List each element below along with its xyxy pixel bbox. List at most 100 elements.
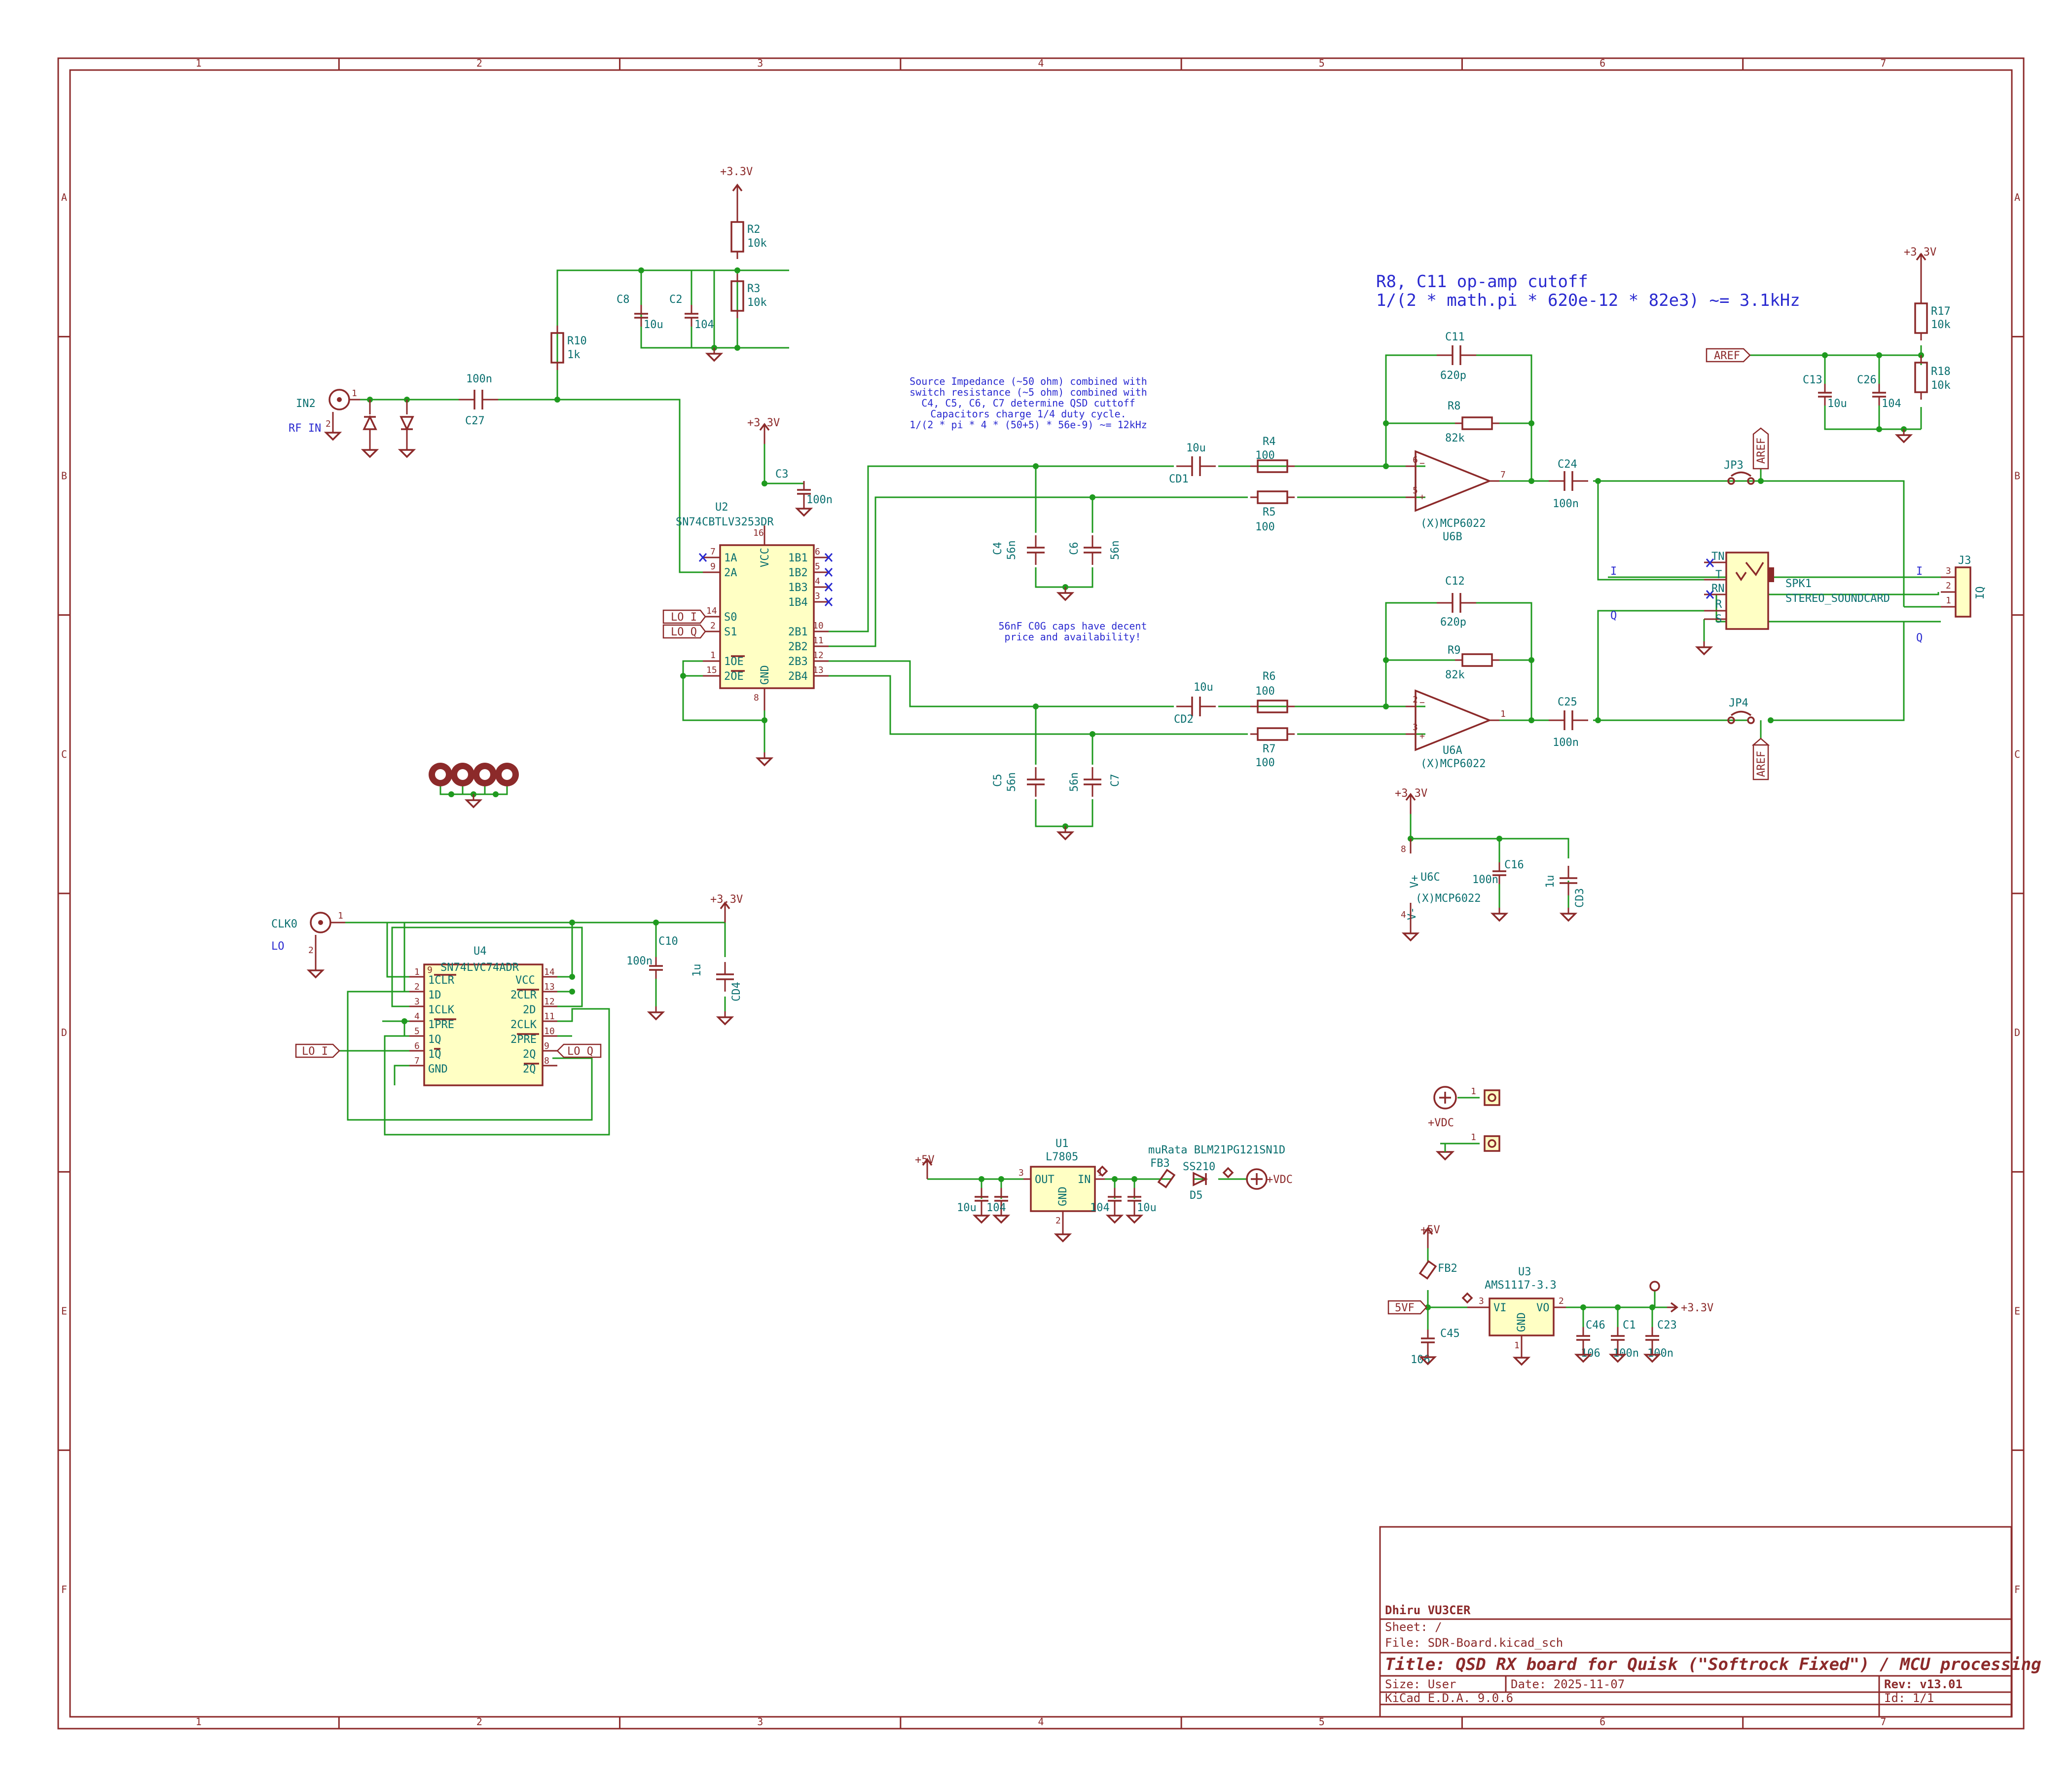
svg-text:GND: GND bbox=[428, 1063, 448, 1075]
svg-text:5: 5 bbox=[1413, 485, 1418, 496]
svg-text:100n: 100n bbox=[1472, 874, 1498, 886]
border-row-label: F bbox=[2014, 1584, 2020, 1595]
border-col-label: 7 bbox=[1880, 57, 1886, 69]
svg-text:620p: 620p bbox=[1440, 616, 1466, 629]
svg-text:U4: U4 bbox=[473, 945, 487, 958]
svg-text:R17: R17 bbox=[1931, 305, 1951, 318]
svg-text:VCC: VCC bbox=[515, 974, 535, 987]
svg-text:J3: J3 bbox=[1958, 555, 1971, 567]
border-col-label: 3 bbox=[757, 1716, 763, 1728]
svg-text:100n: 100n bbox=[1613, 1347, 1639, 1360]
svg-text:AMS1117-3.3: AMS1117-3.3 bbox=[1485, 1279, 1557, 1292]
svg-text:9: 9 bbox=[544, 1041, 549, 1051]
svg-text:3: 3 bbox=[1479, 1296, 1484, 1306]
svg-text:GND: GND bbox=[759, 665, 771, 685]
svg-text:3: 3 bbox=[1018, 1168, 1024, 1178]
svg-text:2B3: 2B3 bbox=[788, 656, 808, 668]
r6-resistor: R6 100 bbox=[1249, 670, 1296, 713]
svg-text:C8: C8 bbox=[617, 294, 630, 306]
svg-text:100n: 100n bbox=[466, 373, 492, 385]
svg-text:U6C: U6C bbox=[1420, 871, 1440, 884]
svg-text:+3.3V: +3.3V bbox=[1904, 246, 1936, 259]
svg-text:AREF: AREF bbox=[1755, 751, 1768, 777]
svg-text:SN74LVC74ADR: SN74LVC74ADR bbox=[440, 962, 519, 974]
svg-text:14: 14 bbox=[544, 967, 555, 977]
svg-text:GND: GND bbox=[1057, 1186, 1069, 1206]
svg-text:JP4: JP4 bbox=[1729, 697, 1748, 709]
svg-text:104: 104 bbox=[1090, 1202, 1110, 1214]
svg-text:U3: U3 bbox=[1518, 1266, 1531, 1278]
svg-text:5: 5 bbox=[414, 1026, 420, 1036]
border-row-label: F bbox=[61, 1584, 67, 1595]
svg-text:D5: D5 bbox=[1190, 1189, 1203, 1202]
svg-text:1OE: 1OE bbox=[724, 656, 744, 668]
svg-text:C11: C11 bbox=[1445, 331, 1465, 343]
svg-text:1: 1 bbox=[1514, 1340, 1520, 1351]
svg-text:10: 10 bbox=[544, 1026, 555, 1036]
svg-text:AREF: AREF bbox=[1714, 350, 1740, 362]
svg-text:10k: 10k bbox=[1931, 319, 1951, 331]
border-col-label: 7 bbox=[1880, 1716, 1886, 1728]
note1-line: 1/(2 * pi * 4 * (50+5) * 56e-9) ~= 12kHz bbox=[909, 419, 1147, 431]
u6b-opamp: 6 5 7 (X)MCP6022 U6B bbox=[1386, 450, 1506, 543]
clk0-connector: CLK0 LO 12 bbox=[271, 911, 345, 978]
svg-text:5: 5 bbox=[815, 561, 820, 572]
svg-text:CD2: CD2 bbox=[1174, 713, 1194, 726]
border-col-label: 4 bbox=[1038, 57, 1044, 69]
svg-text:1B4: 1B4 bbox=[788, 596, 808, 609]
svg-text:1B2: 1B2 bbox=[788, 567, 808, 579]
border-row-label: D bbox=[61, 1027, 67, 1038]
svg-text:muRata BLM21PG121SN1D: muRata BLM21PG121SN1D bbox=[1148, 1144, 1285, 1156]
svg-text:104: 104 bbox=[986, 1202, 1006, 1214]
rf-in-label: RF IN bbox=[289, 422, 321, 435]
note2-line: 56nF C0G caps have decent bbox=[998, 620, 1147, 632]
svg-text:8: 8 bbox=[754, 693, 759, 703]
border-col-label: 6 bbox=[1599, 57, 1605, 69]
svg-text:56n: 56n bbox=[1068, 772, 1081, 792]
aref-label-top: AREF bbox=[1752, 427, 1769, 470]
svg-text:+3.3V: +3.3V bbox=[747, 417, 780, 429]
svg-text:LO_I: LO_I bbox=[302, 1045, 328, 1058]
tb-tool: KiCad E.D.A. 9.0.6 bbox=[1385, 1691, 1513, 1705]
svg-text:FB3: FB3 bbox=[1150, 1157, 1170, 1170]
svg-text:620p: 620p bbox=[1440, 370, 1466, 382]
note1-line: C4, C5, C6, C7 determine QSD cuttoff bbox=[921, 397, 1135, 409]
svg-text:1B3: 1B3 bbox=[788, 582, 808, 594]
note3-line: 1/(2 * math.pi * 620e-12 * 82e3) ~= 3.1k… bbox=[1376, 291, 1800, 310]
svg-text:C7: C7 bbox=[1109, 774, 1122, 787]
svg-text:10u: 10u bbox=[1194, 681, 1213, 694]
svg-text:5VF: 5VF bbox=[1395, 1302, 1415, 1314]
svg-text:4: 4 bbox=[815, 576, 820, 587]
svg-text:RN: RN bbox=[1711, 583, 1725, 595]
svg-text:CLK0: CLK0 bbox=[271, 918, 297, 930]
svg-text:100: 100 bbox=[1255, 757, 1275, 769]
svg-text:R18: R18 bbox=[1931, 366, 1951, 378]
border-col-label: 2 bbox=[476, 57, 482, 69]
svg-text:2CLK: 2CLK bbox=[510, 1019, 537, 1031]
svg-text:56n: 56n bbox=[1109, 540, 1122, 560]
c11-capacitor: C11 620p bbox=[1436, 331, 1477, 382]
svg-text:104: 104 bbox=[1882, 398, 1901, 410]
note1-line: switch resistance (~5 ohm) combined with bbox=[909, 386, 1147, 398]
svg-text:14: 14 bbox=[706, 606, 717, 616]
svg-text:2B4: 2B4 bbox=[788, 670, 808, 683]
svg-text:10u: 10u bbox=[1137, 1202, 1157, 1214]
svg-text:6: 6 bbox=[815, 547, 820, 557]
svg-text:STEREO_SOUNDCARD: STEREO_SOUNDCARD bbox=[1785, 592, 1890, 605]
c24-capacitor: C24 100n bbox=[1548, 458, 1589, 510]
svg-text:C1: C1 bbox=[1623, 1319, 1636, 1332]
spk1-jack: TN T RN R S SPK1 STEREO_SOUNDCARD bbox=[1696, 551, 1890, 655]
svg-text:1: 1 bbox=[1500, 709, 1506, 719]
svg-text:11: 11 bbox=[544, 1011, 555, 1022]
svg-text:C2: C2 bbox=[669, 294, 683, 306]
svg-text:U1: U1 bbox=[1055, 1138, 1069, 1150]
in2-connector: IN2 RF IN 12 bbox=[289, 388, 360, 441]
svg-text:9: 9 bbox=[427, 965, 433, 975]
r8-resistor: R8 82k bbox=[1445, 400, 1500, 444]
border-row-label: D bbox=[2014, 1027, 2020, 1038]
svg-text:Q: Q bbox=[1916, 632, 1923, 644]
border-col-label: 5 bbox=[1319, 1716, 1325, 1728]
svg-text:2Q: 2Q bbox=[523, 1063, 536, 1075]
